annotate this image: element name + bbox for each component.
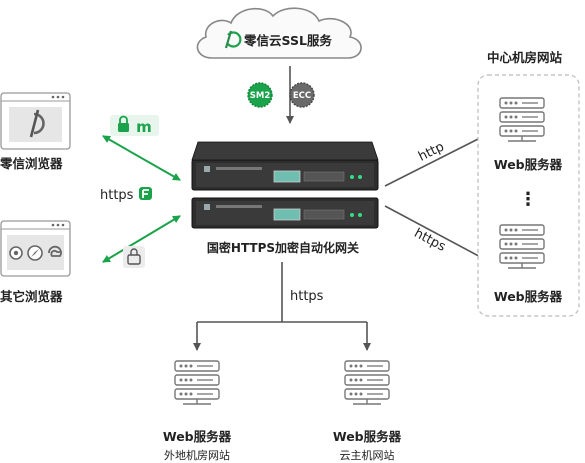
zero-trust-browser: 零信浏览器 xyxy=(0,92,71,171)
https-down-label: https xyxy=(290,289,324,304)
datacenter-title: 中心机房网站 xyxy=(487,50,563,65)
server-icon xyxy=(344,360,390,405)
green-f-icon xyxy=(139,187,152,200)
cloud-title: 零信云SSL服务 xyxy=(243,33,332,48)
connectors xyxy=(102,66,489,351)
server-icon xyxy=(174,360,220,405)
remote-datacenter-server: Web服务器 外地机房网站 xyxy=(163,360,232,462)
gateway-chassis-top xyxy=(191,141,379,161)
datacenter-server-label: Web服务器 xyxy=(494,289,563,304)
lock-icon xyxy=(127,248,141,265)
ssl-cloud: 零信云SSL服务 xyxy=(196,7,362,59)
svg-text:ECC: ECC xyxy=(293,91,311,101)
https-gateway: 国密HTTPS加密自动化网关 xyxy=(191,141,379,255)
datacenter: 中心机房网站 Web服务器 ⋮ Web服务器 xyxy=(477,50,580,317)
https-left-label: https xyxy=(100,188,134,203)
other-browser: 其它浏览器 xyxy=(0,220,71,304)
sm2-badge: SM2 xyxy=(247,82,273,108)
server-caption: 外地机房网站 xyxy=(164,448,230,462)
zero-trust-logo-icon xyxy=(29,109,45,138)
zero-trust-logo-icon xyxy=(224,30,242,49)
lock-icon xyxy=(118,115,129,132)
lock-badge xyxy=(123,246,145,268)
server-icon xyxy=(499,97,545,142)
edge-icon xyxy=(48,245,62,257)
datacenter-server-label: Web服务器 xyxy=(494,157,563,172)
ellipsis: ⋮ xyxy=(519,189,537,210)
server-caption: 云主机网站 xyxy=(340,448,395,462)
http-label: http xyxy=(416,140,447,165)
server-label: Web服务器 xyxy=(163,429,232,444)
safari-icon xyxy=(27,245,43,261)
server-icon xyxy=(499,224,545,269)
ecc-badge: ECC xyxy=(289,82,315,108)
green-lock-badge: m xyxy=(110,115,159,136)
svg-text:m: m xyxy=(136,118,152,136)
chrome-icon xyxy=(9,246,23,260)
cloud-host-server: Web服务器 云主机网站 xyxy=(333,360,402,462)
other-browser-label: 其它浏览器 xyxy=(0,289,63,304)
server-label: Web服务器 xyxy=(333,429,402,444)
svg-text:SM2: SM2 xyxy=(250,91,271,101)
gateway-label: 国密HTTPS加密自动化网关 xyxy=(207,240,359,255)
zero-trust-browser-label: 零信浏览器 xyxy=(0,156,63,171)
